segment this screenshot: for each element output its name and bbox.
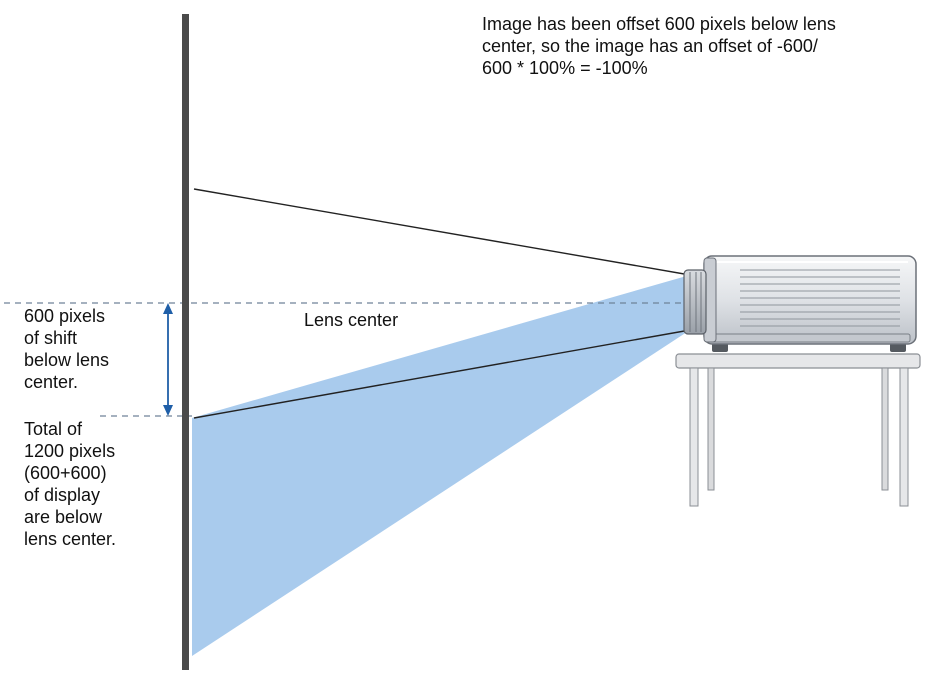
table-illustration (675, 353, 921, 507)
offset-explanation-caption: Image has been offset 600 pixels below l… (482, 14, 836, 78)
projector-illustration (683, 255, 917, 352)
total-display-note: Total of 1200 pixels (600+600) of displa… (24, 419, 117, 549)
projection-beam (192, 275, 690, 656)
shift-note: 600 pixels of shift below lens center. (24, 306, 110, 392)
double-arrow-icon (163, 303, 173, 416)
upper-projection-ray (193, 188, 691, 276)
projection-screen (182, 14, 189, 670)
lower-projection-ray (193, 329, 691, 419)
lens-center-label: Lens center (304, 310, 399, 330)
